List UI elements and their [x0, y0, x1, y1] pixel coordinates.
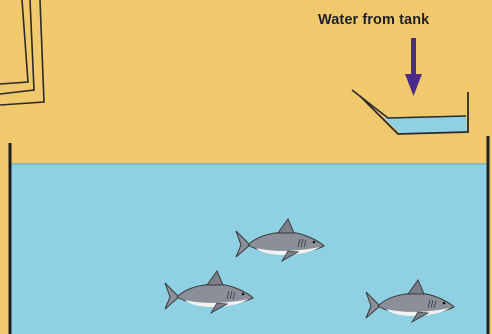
inflow-channel: [352, 90, 468, 134]
water-from-tank-label: Water from tank: [318, 12, 488, 28]
paper-corner-lines: [0, 0, 44, 105]
arrow-down-icon: [405, 38, 422, 96]
